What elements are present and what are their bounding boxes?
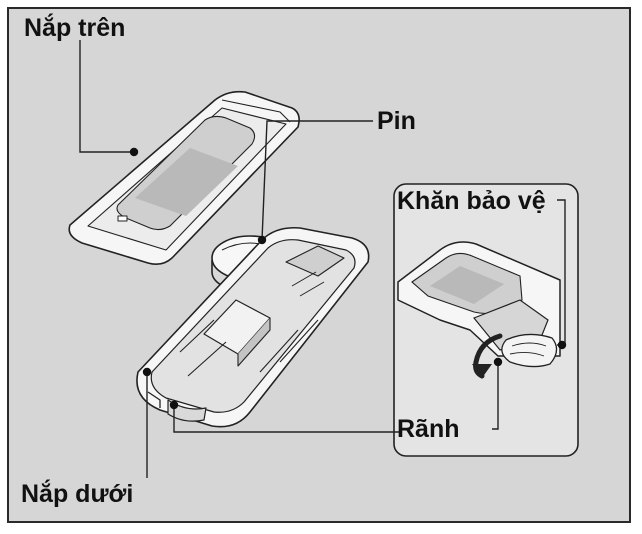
top-cover-shape [68, 90, 300, 265]
slot-marker [493, 357, 503, 367]
label-top-cover: Nắp trên [24, 14, 126, 42]
bottom-slot-marker [169, 400, 179, 410]
battery-marker [257, 235, 267, 245]
inset-panel [393, 183, 579, 457]
leader-dots [129, 147, 567, 410]
label-battery: Pin [377, 107, 416, 135]
protective-cloth-marker [557, 340, 567, 350]
top-cover-marker [129, 147, 139, 157]
bottom-cover-marker [142, 367, 152, 377]
bottom-cover-shape [136, 226, 370, 428]
label-slot: Rãnh [397, 415, 460, 443]
label-bottom-cover: Nắp dưới [21, 480, 134, 508]
leader-lines [79, 40, 566, 478]
label-protective-cloth: Khăn bảo vệ [397, 187, 546, 215]
